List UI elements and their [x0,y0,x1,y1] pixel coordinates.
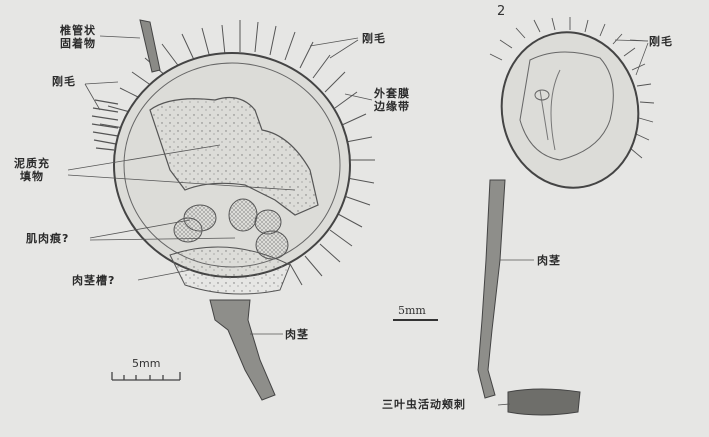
panel-2-specimen [477,17,655,416]
leader-lines-2 [497,39,649,406]
label-line: 固着物 [60,37,96,50]
label-setae-top: 刚毛 [362,32,386,45]
label-setae-left: 刚毛 [52,75,76,88]
pedicle-shape [209,299,276,401]
label-mud-fill: 泥质充 填物 [12,157,52,183]
label-tube-attachment: 椎管状 固着物 [58,24,98,50]
inner-outline-2 [519,51,614,161]
pedicle-groove-shape [169,246,291,295]
label-line: 泥质充 [14,157,50,170]
label-line: 边缘带 [374,100,410,113]
left-setae-tuft [91,99,119,151]
setae-fringe-2 [489,17,655,159]
trilobite-spine-shape [507,388,581,416]
label-setae-2: 刚毛 [649,35,673,48]
label-muscle-scar: 肌肉痕? [26,232,70,245]
panel-1-specimen [91,19,375,401]
setae-fringe [99,20,375,286]
tube-attachment-shape [139,19,161,73]
mud-fill-shape [149,97,319,216]
leader-lines-1 [67,35,373,335]
label-pedicle-2: 肉茎 [537,254,561,267]
label-line: 填物 [20,170,44,183]
label-pedicle: 肉茎 [285,328,309,341]
panel-number-2: 2 [497,4,506,19]
label-line: 椎管状 [60,24,96,37]
pedicle-shape-2 [477,179,506,399]
label-line: 外套膜 [374,87,410,100]
label-pedicle-groove: 肉茎槽? [72,274,116,287]
scale-label-1: 5mm [132,357,161,370]
label-mantle-margin: 外套膜 边缘带 [372,87,412,113]
scale-bar-1 [111,372,181,381]
shell-outline-2 [500,31,640,189]
muscle-scars [173,198,289,260]
label-trilobite-spine: 三叶虫活动颊刺 [382,398,466,411]
scale-label-2: 5mm [398,304,426,317]
